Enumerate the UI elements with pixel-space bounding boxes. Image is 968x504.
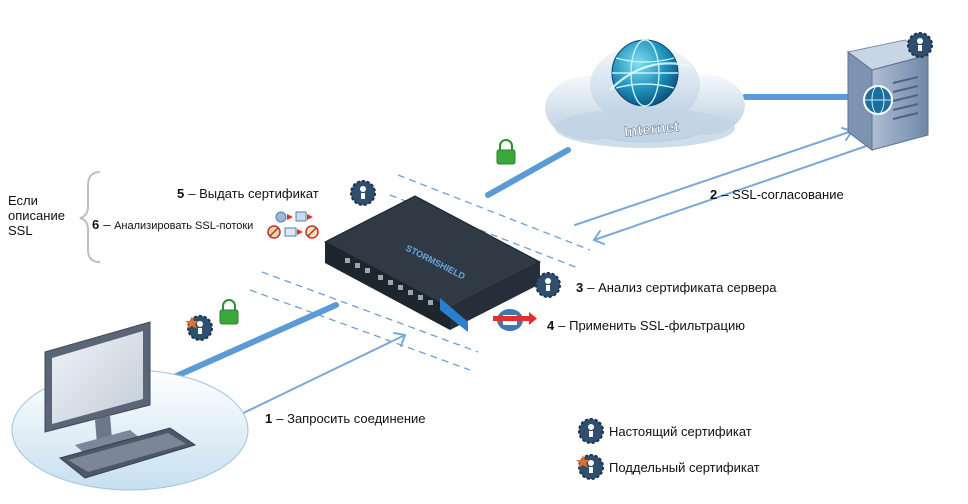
condition-label: Если описание SSL <box>8 193 65 238</box>
fake-certificate-icon-client <box>185 315 213 341</box>
step-1-label: 1– Запросить соединение <box>265 411 426 426</box>
dashed-boundary-bottom-2 <box>249 289 471 371</box>
ssl-negotiation-arrows <box>574 127 879 245</box>
dashed-boundary-top-1 <box>397 174 591 251</box>
fw-cloud-link <box>485 147 571 198</box>
real-certificate-icon-analysis <box>535 272 561 298</box>
dashed-boundary-bottom-1 <box>261 271 479 353</box>
pc-fw-link <box>169 302 339 381</box>
real-certificate-icon-server <box>907 32 933 58</box>
condition-bracket <box>79 171 101 263</box>
padlock-icon-top <box>496 139 516 165</box>
globe-icon <box>609 39 691 107</box>
dashed-boundary-top-2 <box>389 194 579 269</box>
step-5-label: 5– Выдать сертификат <box>177 186 319 201</box>
ssl-filter-icon <box>493 307 537 333</box>
padlock-icon-bottom <box>219 299 239 325</box>
server-globe-icon <box>863 85 893 115</box>
request-arrow <box>232 332 407 419</box>
step-6-label: 6– Анализировать SSL-потоки <box>92 217 254 232</box>
legend-fake-certificate: Поддельный сертификат <box>609 460 760 475</box>
internet-cloud <box>545 45 745 148</box>
internet-label: Internet <box>623 118 679 141</box>
step-3-label: 3– Анализ сертификата сервера <box>576 280 777 295</box>
client-pc <box>11 321 249 491</box>
step-2-label: 2– SSL-согласование <box>710 187 844 202</box>
real-certificate-icon-firewall <box>350 180 376 206</box>
flow-analysis-icons <box>267 211 319 239</box>
legend-real-certificate: Настоящий сертификат <box>609 424 752 439</box>
fake-certificate-legend-icon <box>576 454 604 480</box>
real-certificate-legend-icon <box>578 418 604 444</box>
stormshield-firewall <box>323 195 542 332</box>
web-server <box>846 39 930 151</box>
step-4-label: 4– Применить SSL-фильтрацию <box>547 318 745 333</box>
